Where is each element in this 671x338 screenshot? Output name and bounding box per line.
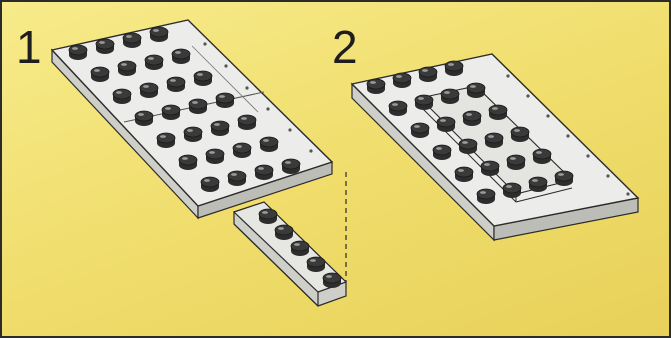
stud — [167, 77, 185, 92]
stud — [419, 67, 437, 82]
stud — [367, 79, 385, 94]
stud — [437, 117, 455, 132]
stud — [445, 61, 463, 76]
step-1-strip — [234, 202, 346, 306]
stud — [389, 101, 407, 116]
stud — [189, 99, 207, 114]
stud — [485, 133, 503, 148]
stud — [150, 27, 168, 42]
stud — [118, 61, 136, 76]
step-1-plate — [52, 20, 332, 218]
stud — [529, 177, 547, 192]
stud — [260, 137, 278, 152]
stud — [455, 167, 473, 182]
stud — [433, 145, 451, 160]
stud — [194, 71, 212, 86]
strip-stud — [291, 241, 309, 256]
stud — [411, 123, 429, 138]
strip-stud — [259, 209, 277, 224]
stud — [238, 115, 256, 130]
strip-stud — [323, 273, 341, 288]
stud — [503, 183, 521, 198]
stud — [123, 33, 141, 48]
stud — [255, 165, 273, 180]
stud — [96, 39, 114, 54]
stud — [393, 73, 411, 88]
stud — [91, 67, 109, 82]
strip-stud — [307, 257, 325, 272]
stud — [481, 161, 499, 176]
stud — [179, 155, 197, 170]
stud — [233, 143, 251, 158]
stud — [415, 95, 433, 110]
stud — [157, 133, 175, 148]
stud — [507, 155, 525, 170]
stud — [463, 111, 481, 126]
stud — [201, 177, 219, 192]
stud — [206, 149, 224, 164]
stud — [511, 127, 529, 142]
stud — [140, 83, 158, 98]
stud — [135, 111, 153, 126]
stud — [216, 93, 234, 108]
stud — [69, 45, 87, 60]
stud — [113, 89, 131, 104]
stud — [533, 149, 551, 164]
stud — [555, 171, 573, 186]
stud — [162, 105, 180, 120]
stud — [145, 55, 163, 70]
stud — [441, 89, 459, 104]
stud — [459, 139, 477, 154]
stud — [477, 189, 495, 204]
stud — [467, 83, 485, 98]
stud — [282, 159, 300, 174]
stud — [489, 105, 507, 120]
stud — [211, 121, 229, 136]
strip-stud — [275, 225, 293, 240]
stud — [228, 171, 246, 186]
stud — [184, 127, 202, 142]
stud — [172, 49, 190, 64]
